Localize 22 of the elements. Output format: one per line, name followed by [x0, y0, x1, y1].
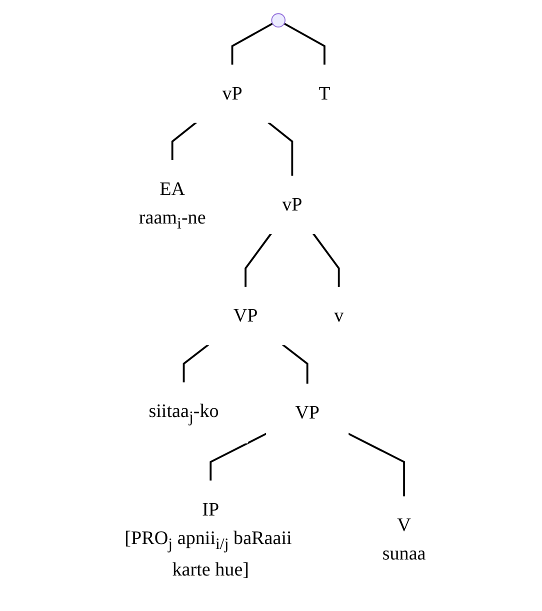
node-text: vP — [222, 82, 243, 104]
connector — [210, 432, 268, 481]
node-text: IP [PRO$_{j}$ apnii$_{i/j}$ baRaaii karte hue] — [125, 498, 292, 580]
connector — [312, 232, 340, 287]
connector — [172, 121, 198, 160]
connector — [232, 22, 274, 65]
syntax-tree-drawing: vP T EA raam$_{i}$-ne vP VP v siitaa$_{j}$-ko VP IP [PRO$_{j}$ apnii$_{i/j}$ baRaaii karte hue] V sunaa — [79, 6, 463, 606]
node-text: vP — [282, 194, 303, 215]
connector — [282, 343, 309, 384]
connector — [348, 432, 406, 496]
node-text: siitaa$_{j}$-ko — [149, 400, 220, 426]
node-text: EA raam$_{i}$-ne — [139, 178, 206, 232]
connector — [245, 232, 272, 287]
connector — [183, 343, 210, 382]
node-text: V sunaa — [382, 514, 426, 564]
connector — [284, 22, 326, 65]
node-text: VP — [296, 402, 320, 423]
node-text: v — [334, 305, 344, 326]
node-text: T — [319, 82, 331, 104]
connector — [268, 121, 294, 176]
node-point — [272, 12, 286, 27]
node-text: VP — [234, 305, 258, 326]
